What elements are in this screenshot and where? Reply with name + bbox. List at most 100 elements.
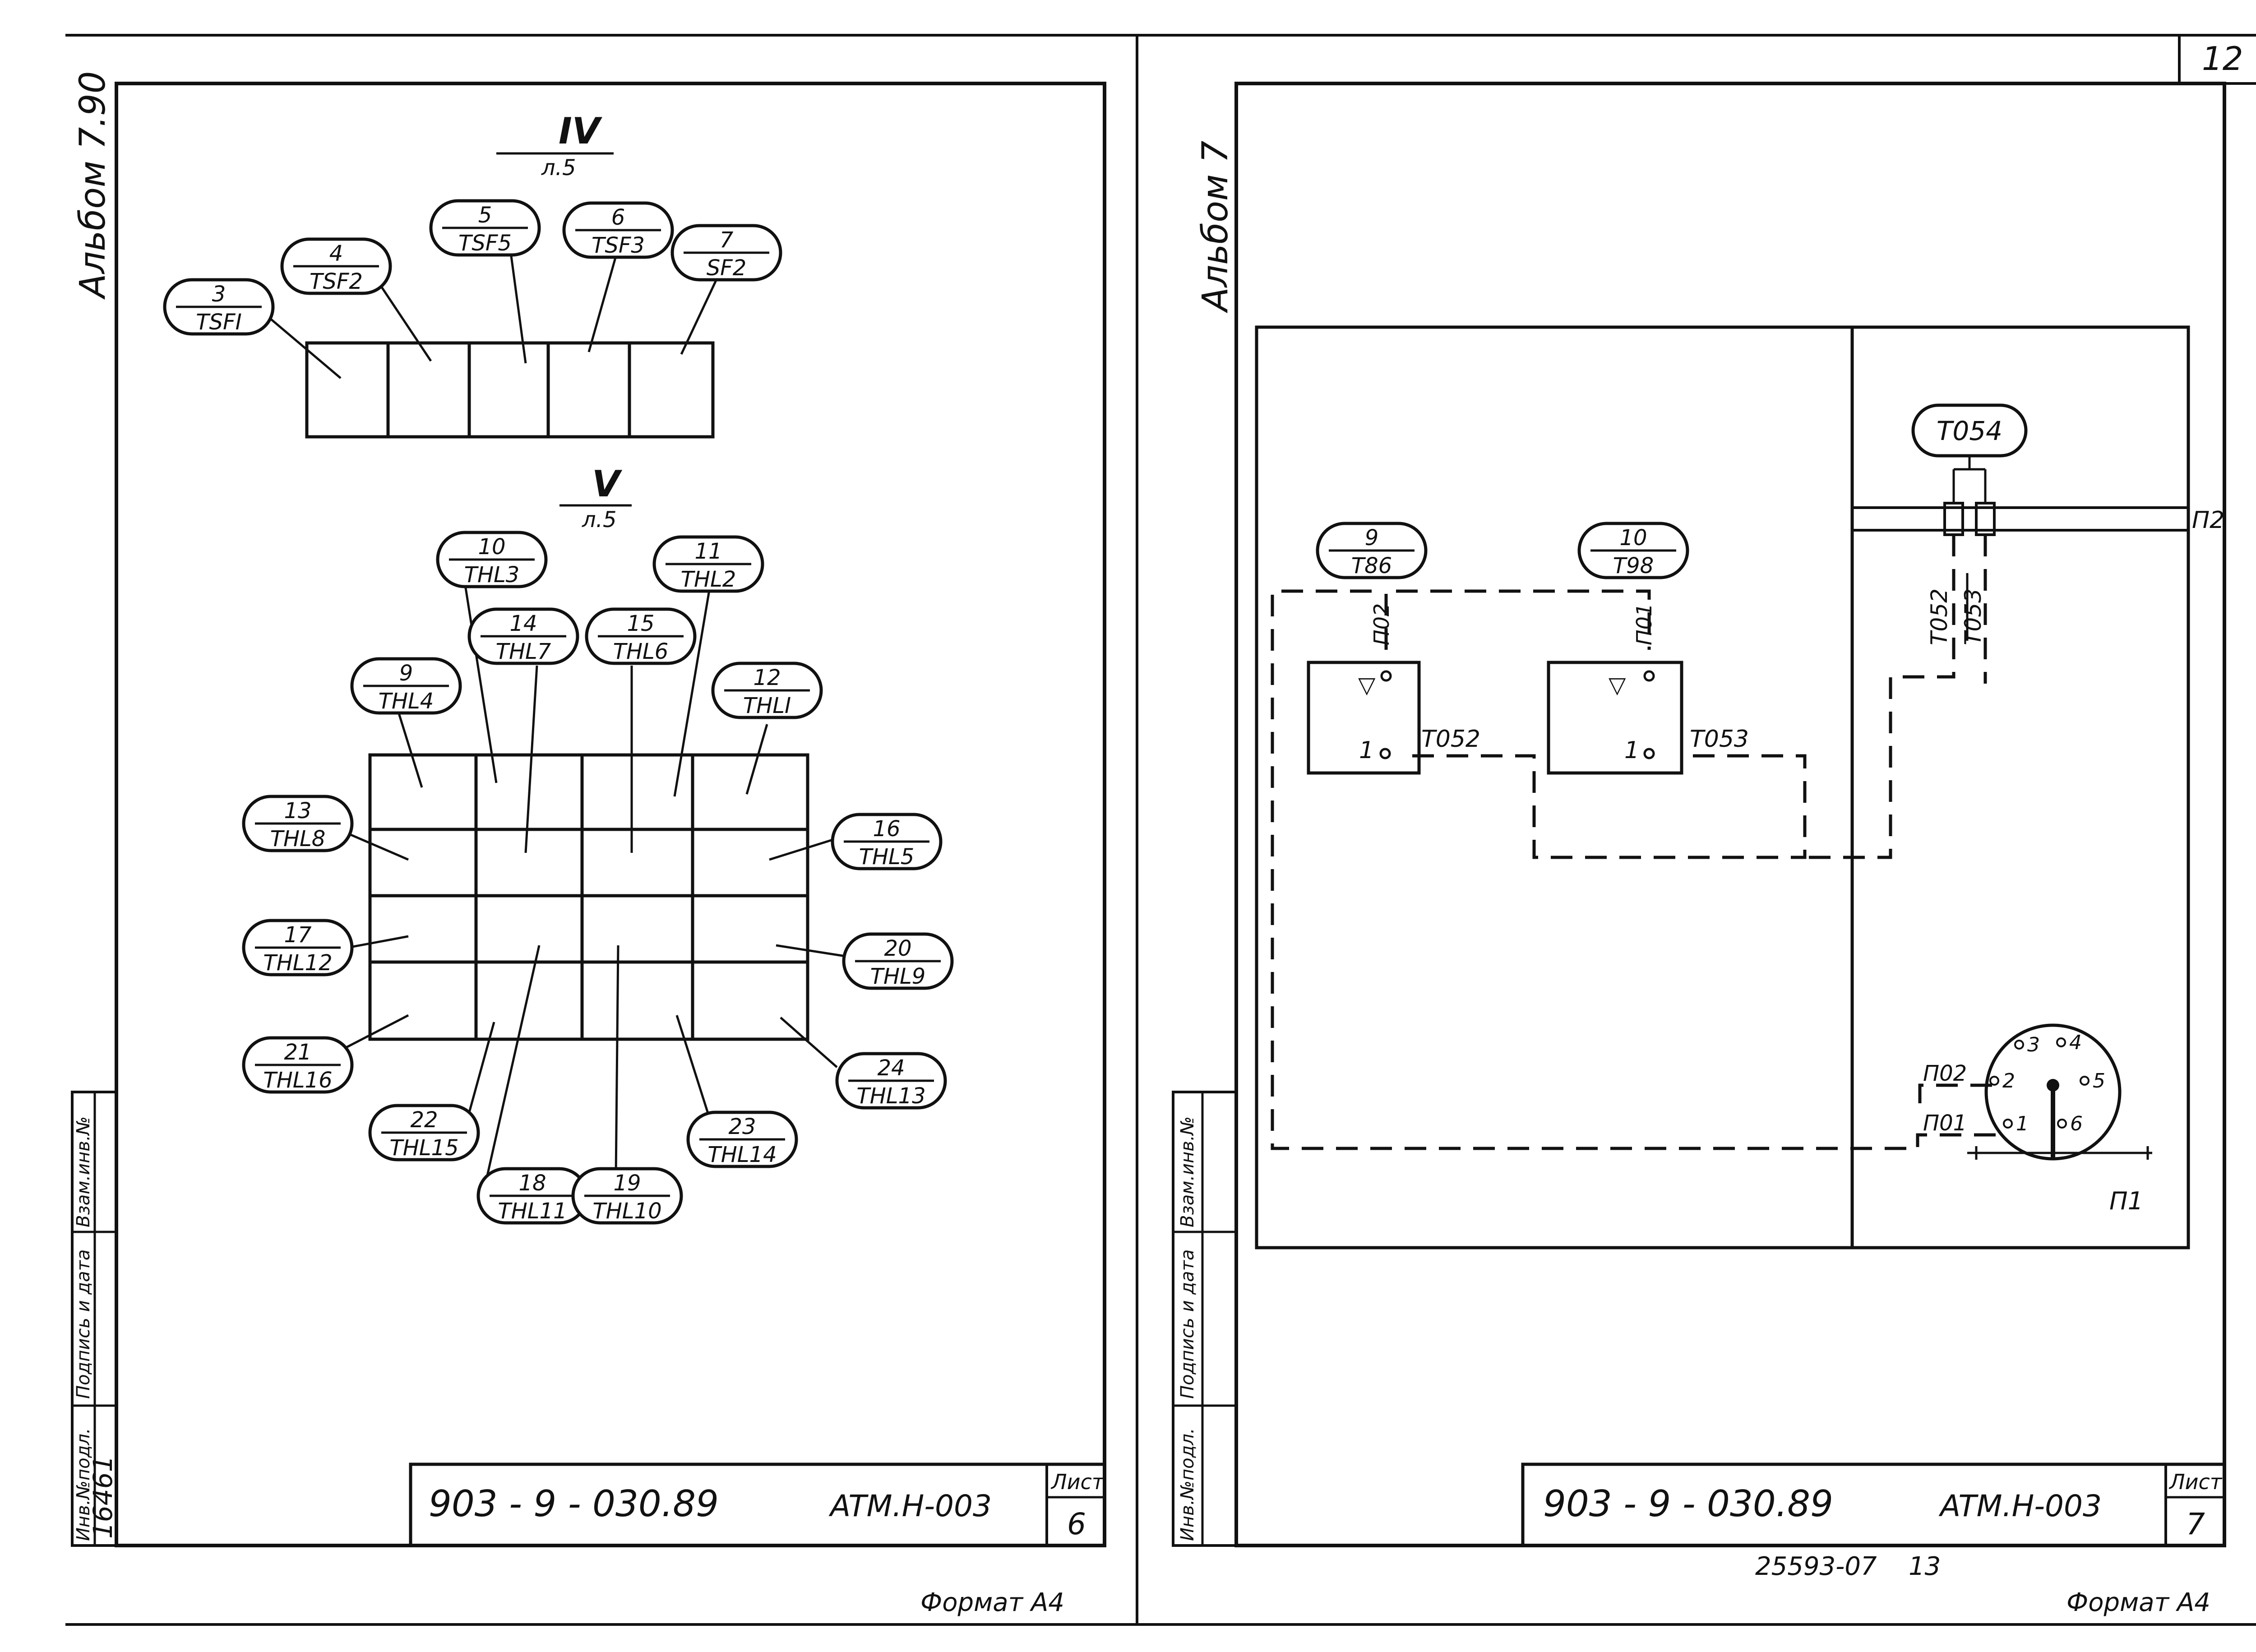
right-album-label: Альбом 7 bbox=[1195, 141, 1236, 314]
leader-line bbox=[673, 582, 712, 797]
group-iv-roman: IV bbox=[559, 110, 603, 152]
bubble-position-number: 23 bbox=[728, 1114, 756, 1139]
rail-p2-label: П2 bbox=[2192, 507, 2224, 534]
bubble-position-number: 10 bbox=[1619, 525, 1647, 551]
wire-t052 bbox=[1805, 535, 1956, 859]
bubble-position-number: 22 bbox=[410, 1107, 438, 1133]
leader-line bbox=[509, 245, 527, 364]
connector-pin-number: 6 bbox=[2070, 1112, 2083, 1135]
bubble-position-number: 9 bbox=[399, 661, 413, 686]
connector-pin-number: 2 bbox=[2002, 1069, 2015, 1092]
leader-line bbox=[780, 1017, 838, 1068]
wire-label-t053-vertical: T053 bbox=[1960, 588, 1986, 645]
left-title-block: 903 - 9 - 030.89 ATM.H-003 Лист 6 bbox=[409, 1462, 1106, 1547]
device-t86-contact bbox=[1379, 748, 1391, 759]
group-iv-heading: IV л.5 bbox=[496, 110, 614, 180]
leader-line bbox=[615, 945, 619, 1176]
title-block-doc: ATM.H-003 bbox=[828, 1489, 992, 1523]
bubble-tag: THL9 bbox=[870, 964, 926, 989]
bubble-position-number: 24 bbox=[877, 1055, 905, 1081]
device-t98-contact bbox=[1643, 670, 1655, 682]
connector-po2-label: П02 bbox=[1923, 1061, 1967, 1086]
title-block-doc: ATM.H-003 bbox=[1938, 1489, 2102, 1523]
side-label-sign: Подпись и дата bbox=[73, 1249, 94, 1399]
leader-line bbox=[524, 665, 538, 853]
connector-pin-number: 4 bbox=[2069, 1031, 2082, 1054]
right-title-block: 903 - 9 - 030.89 ATM.H-003 Лист 7 bbox=[1521, 1462, 2226, 1547]
side-handwritten-note: 16461 bbox=[88, 1455, 118, 1539]
device-t98-body bbox=[1547, 661, 1683, 775]
bubble-tag: THL7 bbox=[496, 639, 551, 664]
title-block-code: 903 - 9 - 030.89 bbox=[1543, 1483, 1833, 1525]
group-v-heading: V л.5 bbox=[559, 463, 632, 532]
title-block-code: 903 - 9 - 030.89 bbox=[429, 1483, 719, 1525]
bubble-position-number: 20 bbox=[884, 936, 911, 961]
bubble-tag: TSFI bbox=[196, 310, 242, 335]
right-format-label: Формат А4 bbox=[2066, 1588, 2210, 1617]
bubble-position-number: 5 bbox=[478, 203, 492, 228]
device-t86-symbol: ▽ bbox=[1358, 672, 1376, 698]
connector-pin-hole bbox=[2057, 1119, 2067, 1129]
bubble-position-number: 16 bbox=[873, 816, 900, 842]
bottom-number: 13 bbox=[1909, 1552, 1941, 1581]
wire-po1-return bbox=[1271, 589, 1997, 1150]
wire-label-t052-vertical: T052 bbox=[1926, 588, 1952, 645]
title-block-frame bbox=[409, 1462, 1106, 1547]
bottom-code: 25593-07 bbox=[1755, 1552, 1877, 1581]
side-label-inv: Инв.№подл. bbox=[1177, 1428, 1198, 1541]
bubble-tag: THL13 bbox=[856, 1083, 925, 1109]
left-side-strip: Инв.№подл. Подпись и дата Взам.инв.№ 164… bbox=[71, 1091, 118, 1547]
bubble-position-number: 9 bbox=[1365, 525, 1379, 551]
bubble-position-number: 18 bbox=[518, 1171, 546, 1196]
cabinet-frame bbox=[1255, 325, 2190, 1249]
bubble-tag: THL15 bbox=[389, 1135, 458, 1161]
leader-line bbox=[587, 248, 619, 352]
bubble-tag: THL2 bbox=[681, 567, 736, 592]
wire-po-link bbox=[1384, 589, 1651, 650]
connector-key-dot bbox=[2047, 1079, 2059, 1092]
right-side-strip: Инв.№подл. Подпись и дата Взам.инв.№ bbox=[1172, 1091, 1238, 1547]
group-v-roman: V bbox=[592, 463, 623, 505]
connector-pin-number: 1 bbox=[2016, 1112, 2029, 1135]
bubble-tag: THL10 bbox=[592, 1199, 661, 1224]
bubble-position-number: 21 bbox=[284, 1040, 311, 1065]
leader-line bbox=[342, 1014, 409, 1050]
bubble-tag: TSF5 bbox=[458, 231, 512, 256]
side-label-repl: Взам.инв.№ bbox=[73, 1116, 94, 1227]
bubble-position-number: 15 bbox=[627, 611, 654, 636]
connector-pin-number: 3 bbox=[2027, 1033, 2040, 1056]
label-po2-vertical: П02 bbox=[1369, 603, 1394, 645]
connector-pin-hole bbox=[2003, 1119, 2013, 1129]
connector-pin-hole bbox=[2014, 1040, 2024, 1050]
left-album-label: Альбом 7.90 bbox=[73, 71, 113, 300]
wire-label-t052: T052 bbox=[1421, 726, 1480, 753]
bubble-tag: THL12 bbox=[263, 950, 332, 976]
bubble-tag: THL6 bbox=[613, 639, 669, 664]
leader-line bbox=[486, 945, 541, 1176]
bubble-position-number: 4 bbox=[329, 241, 343, 266]
bubble-tag: THL3 bbox=[464, 562, 520, 588]
bubble-position-number: 13 bbox=[284, 798, 311, 824]
leader-line bbox=[675, 1015, 710, 1115]
bubble-tag: T86 bbox=[1351, 553, 1392, 578]
leader-line bbox=[745, 724, 768, 795]
title-block-frame bbox=[1521, 1462, 2226, 1547]
